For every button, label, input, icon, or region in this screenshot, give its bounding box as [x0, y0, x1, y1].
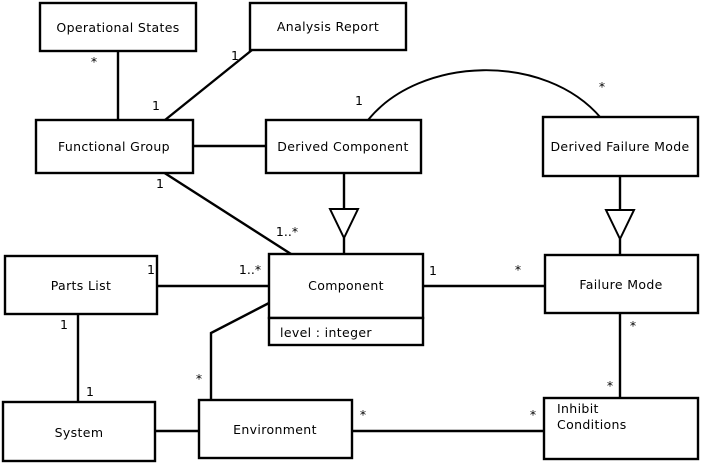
class-rect-analysis-report — [248, 1, 408, 52]
multiplicity-functional-group-to-component: 1 — [156, 176, 164, 191]
class-box-system[interactable]: System — [1, 400, 157, 463]
multiplicity-environment-to-component: * — [196, 371, 202, 386]
multiplicity-failure-mode-to-component: * — [515, 262, 521, 277]
class-rect-system — [1, 400, 157, 463]
class-rect-failure-mode — [543, 253, 700, 315]
multiplicity-inhibit-conditions-to-environment: * — [530, 407, 536, 422]
association-derived-component-derived-failure-mode[interactable] — [367, 69, 602, 121]
multiplicity-component-to-parts-list: 1..* — [239, 262, 261, 277]
multiplicity-system-to-parts-list: 1 — [86, 384, 94, 399]
association-component-environment[interactable] — [209, 301, 270, 400]
class-box-parts-list[interactable]: Parts List — [3, 254, 159, 316]
class-rect-environment — [197, 398, 354, 460]
class-rect-functional-group — [34, 118, 195, 175]
class-rect-derived-failure-mode — [541, 115, 700, 178]
multiplicity-environment-to-inhibit-conditions: * — [360, 407, 366, 422]
class-label-failure-mode: Failure Mode — [579, 277, 662, 292]
class-label-functional-group: Functional Group — [58, 139, 170, 154]
multiplicity-parts-list-to-system: 1 — [60, 317, 68, 332]
class-box-derived-component[interactable]: Derived Component — [264, 118, 423, 175]
association-functional-group-component[interactable] — [162, 170, 292, 256]
multiplicity-functional-group-to-analysis-report: 1 — [231, 48, 239, 63]
class-rect-derived-component — [264, 118, 423, 175]
class-rect-parts-list — [3, 254, 159, 316]
multiplicity-derived-failure-mode-to-derived-component: * — [599, 79, 605, 94]
class-label-derived-failure-mode: Derived Failure Mode — [550, 139, 689, 154]
class-rect-inhibit-conditions — [542, 396, 700, 461]
class-box-derived-failure-mode[interactable]: Derived Failure Mode — [541, 115, 700, 178]
class-label-component: Component — [308, 278, 384, 293]
multiplicity-inhibit-conditions-to-failure-mode: * — [607, 378, 613, 393]
class-label-derived-component: Derived Component — [277, 139, 408, 154]
multiplicity-failure-mode-to-inhibit-conditions: * — [630, 318, 636, 333]
generalization-arrow-derived-failure-mode — [604, 209, 636, 242]
multiplicity-functional-group-to-operational-states: 1 — [152, 98, 160, 113]
class-label-analysis-report: Analysis Report — [277, 19, 379, 34]
class-rect-operational-states — [38, 1, 198, 53]
multiplicity-component-to-failure-mode: 1 — [429, 263, 437, 278]
class-label-inhibit-conditions-line1: Inhibit — [557, 401, 599, 416]
class-box-component[interactable]: Component level : integer — [267, 252, 425, 347]
class-label-operational-states: Operational States — [56, 20, 179, 35]
class-box-failure-mode[interactable]: Failure Mode — [543, 253, 700, 315]
class-rect-component — [267, 252, 425, 320]
multiplicity-derived-component-to-derived-failure-mode: 1 — [355, 93, 363, 108]
class-box-functional-group[interactable]: Functional Group — [34, 118, 195, 175]
class-label-inhibit-conditions-line2: Conditions — [557, 417, 627, 432]
class-label-parts-list: Parts List — [51, 278, 112, 293]
generalization-arrow-derived-component — [328, 208, 360, 241]
class-label-system: System — [55, 425, 104, 440]
association-analysis-report-functional-group[interactable] — [164, 49, 253, 121]
class-box-analysis-report[interactable]: Analysis Report — [248, 1, 408, 52]
class-label-environment: Environment — [233, 422, 317, 437]
multiplicity-parts-list-to-component: 1 — [147, 262, 155, 277]
class-box-environment[interactable]: Environment — [197, 398, 354, 460]
class-attribute-component-level: level : integer — [280, 325, 372, 340]
multiplicity-component-to-functional-group: 1..* — [276, 224, 298, 239]
class-box-operational-states[interactable]: Operational States — [38, 1, 198, 53]
multiplicity-operational-states-to-functional-group: * — [91, 54, 97, 69]
class-attributes-compartment-component — [267, 316, 425, 347]
class-box-inhibit-conditions[interactable]: Inhibit Conditions — [542, 396, 700, 461]
